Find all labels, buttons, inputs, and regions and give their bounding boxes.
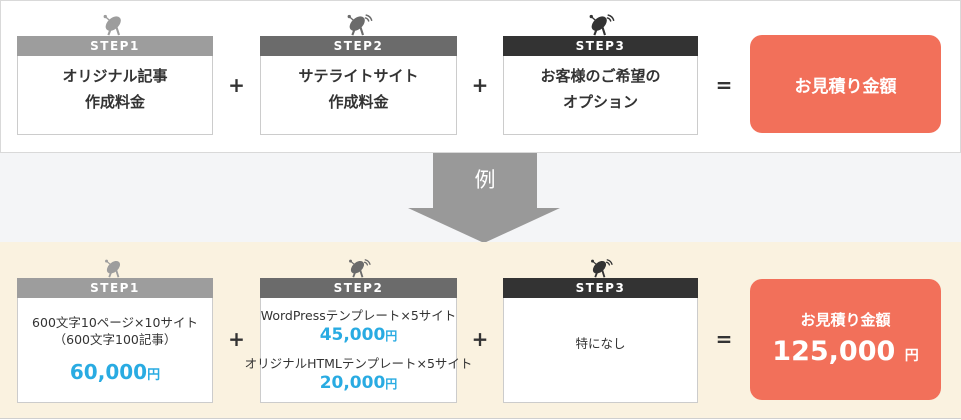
estimate-result-box: お見積り金額	[750, 35, 941, 133]
example-step3-header: STEP3	[503, 278, 698, 298]
estimate-label: お見積り金額	[794, 76, 897, 97]
step1-header: STEP1	[17, 36, 213, 56]
satellite-dish-icon	[586, 258, 616, 278]
example-step1-body: 600文字10ページ×10サイト （600文字100記事） 60,000円	[17, 298, 213, 403]
step2-text-line2: 作成料金	[328, 93, 389, 111]
step3-header: STEP3	[503, 36, 698, 56]
step1-box: STEP1 オリジナル記事 作成料金	[17, 13, 213, 135]
satellite-dish-icon	[98, 13, 132, 36]
step3-text-line2: オプション	[562, 93, 638, 111]
step1-text-line2: 作成料金	[84, 93, 145, 111]
example-step1-price: 60,000円	[70, 361, 160, 387]
example-estimate-price: 125,000 円	[772, 335, 919, 371]
plus-sign: +	[471, 73, 489, 97]
step3-box: STEP3 お客様のご希望の オプション	[503, 13, 698, 135]
satellite-dish-icon	[344, 258, 374, 278]
plus-sign: +	[228, 327, 245, 351]
price-value: 45,000	[319, 324, 386, 345]
example-step2-body: WordPressテンプレート×5サイト 45,000円 オリジナルHTMLテン…	[245, 298, 472, 403]
example-arrow-label: 例	[474, 168, 496, 192]
example-arrow	[433, 153, 537, 208]
plus-sign: +	[471, 327, 489, 351]
price-unit: 円	[385, 328, 398, 343]
formula-row-top: STEP1 オリジナル記事 作成料金 + STEP2 サテライトサイト 作成料金…	[17, 13, 941, 135]
example-step2-item2-price: 20,000円	[319, 372, 398, 394]
example-step2-item1-price: 45,000円	[319, 324, 398, 346]
example-arrow-head	[408, 208, 560, 243]
example-estimate-label: お見積り金額	[800, 310, 891, 329]
example-step1-box: STEP1 600文字10ページ×10サイト （600文字100記事） 60,0…	[17, 258, 213, 403]
price-value: 125,000	[772, 335, 896, 367]
satellite-dish-icon	[584, 13, 618, 36]
step2-body: サテライトサイト 作成料金	[260, 56, 457, 135]
step3-text-line1: お客様のご希望の	[540, 67, 661, 85]
step2-box: STEP2 サテライトサイト 作成料金	[260, 13, 457, 135]
price-unit: 円	[385, 376, 398, 391]
example-step3-box: STEP3 特になし	[503, 258, 698, 403]
step3-body: お客様のご希望の オプション	[503, 56, 698, 135]
example-step1-text-line1: 600文字10ページ×10サイト	[32, 314, 198, 330]
plus-sign: +	[228, 73, 245, 97]
step2-text-line1: サテライトサイト	[298, 67, 419, 85]
equals-sign: =	[715, 73, 733, 97]
example-step2-item2-text: オリジナルHTMLテンプレート×5サイト	[244, 355, 473, 371]
price-value: 60,000	[69, 359, 148, 384]
step2-header: STEP2	[260, 36, 457, 56]
example-step1-text-line2: （600文字100記事）	[53, 331, 177, 347]
formula-row-example: STEP1 600文字10ページ×10サイト （600文字100記事） 60,0…	[17, 258, 941, 403]
example-step2-item1-text: WordPressテンプレート×5サイト	[260, 307, 457, 323]
example-step3-text: 特になし	[575, 335, 626, 351]
example-step3-body: 特になし	[503, 298, 698, 403]
example-step2-header: STEP2	[260, 278, 457, 298]
price-unit: 円	[904, 347, 919, 364]
example-estimate-result-box: お見積り金額 125,000 円	[750, 279, 941, 400]
example-step2-box: STEP2 WordPressテンプレート×5サイト 45,000円 オリジナル…	[245, 258, 472, 403]
satellite-dish-icon	[342, 13, 376, 36]
price-value: 20,000	[319, 372, 386, 393]
step1-body: オリジナル記事 作成料金	[17, 56, 213, 135]
example-step1-header: STEP1	[17, 278, 213, 298]
satellite-dish-icon	[100, 258, 130, 278]
equals-sign: =	[715, 327, 733, 351]
step1-text-line1: オリジナル記事	[62, 67, 168, 85]
price-unit: 円	[147, 367, 161, 383]
